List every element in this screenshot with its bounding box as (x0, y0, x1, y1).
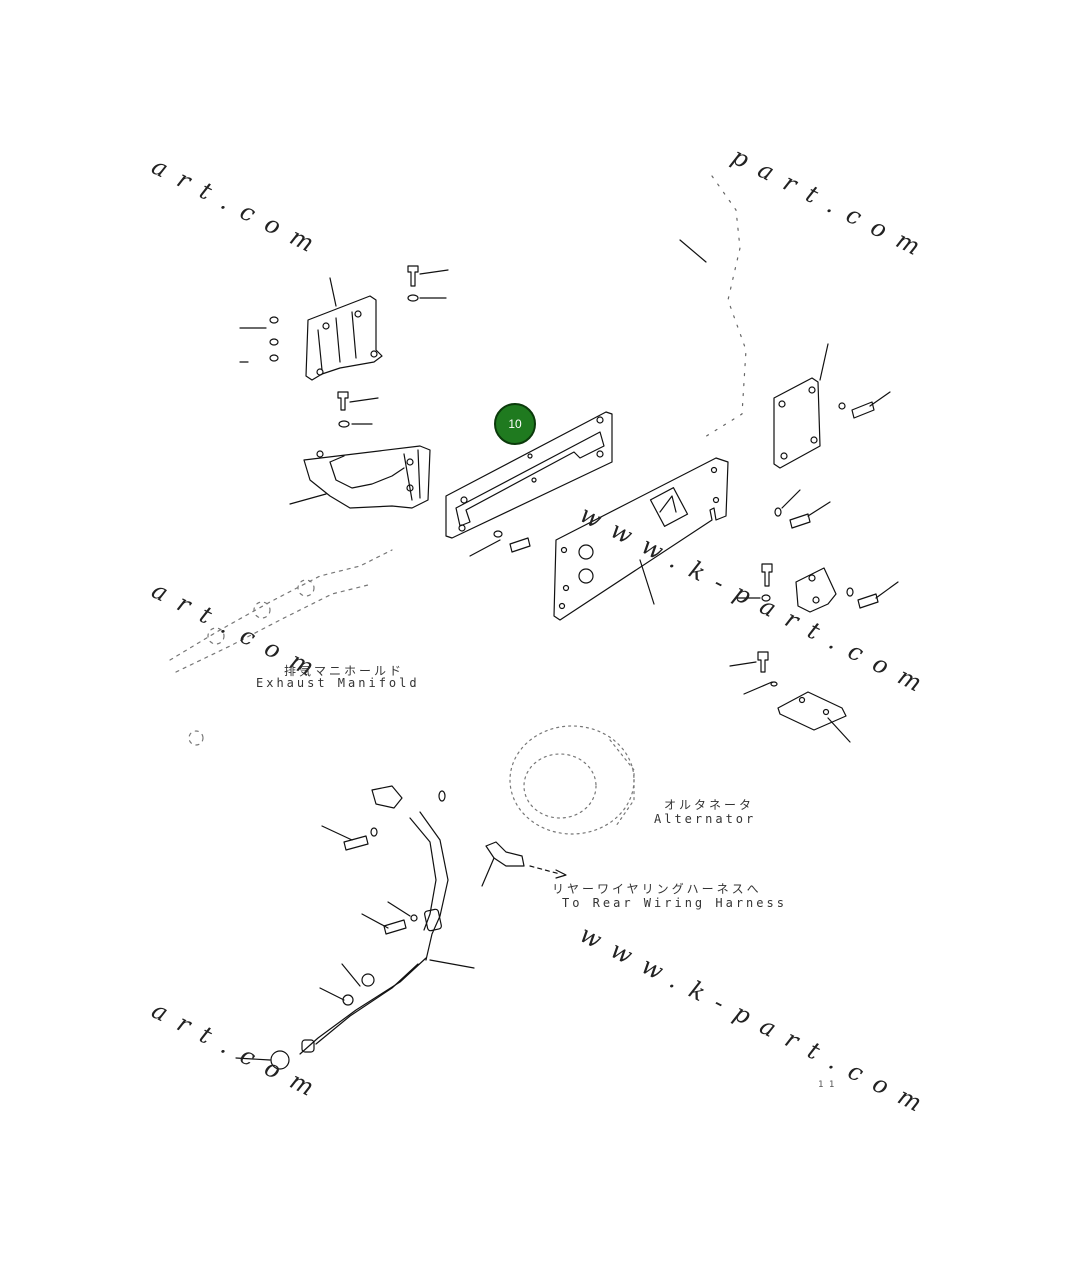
bracket-lower-right (729, 651, 851, 743)
caption-exhaust-jp: 排気マニホールド (284, 664, 405, 678)
connector (481, 841, 567, 887)
page-number: 1 1 (818, 1080, 835, 1090)
wiring-harness (235, 811, 475, 1070)
engine-outline (679, 175, 747, 441)
caption-harness-en: To Rear Wiring Harness (562, 896, 787, 910)
caption-harness-jp: リヤーワイヤリングハーネスへ (552, 882, 762, 896)
cover-plate (553, 457, 729, 621)
bolt-group-right (735, 489, 831, 602)
square-plate (773, 343, 891, 469)
bracket-lower (289, 445, 431, 509)
exhaust-manifold (169, 549, 393, 746)
callout-10-badge[interactable]: 10 (494, 403, 536, 445)
bolt-group-upper (239, 265, 449, 428)
caption-exhaust-en: Exhaust Manifold (256, 676, 420, 690)
caption-alternator-jp: オルタネータ (664, 798, 755, 812)
bracket-right (795, 567, 899, 613)
bracket-upper (305, 277, 383, 381)
alternator (509, 725, 635, 835)
caption-alternator-en: Alternator (654, 812, 757, 826)
gasket-plate-10 (445, 411, 613, 557)
fittings (319, 785, 446, 1006)
